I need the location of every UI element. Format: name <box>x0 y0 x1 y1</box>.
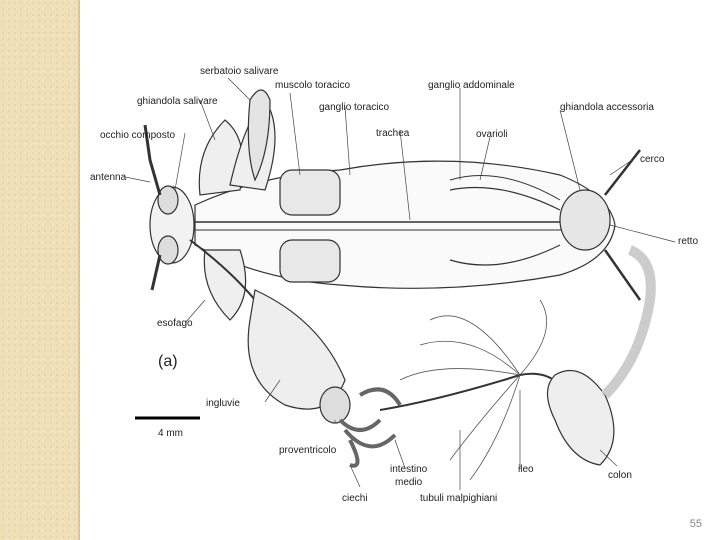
leader-lines <box>124 77 676 490</box>
decorative-sidebar <box>0 0 78 540</box>
label-colon: colon <box>608 470 632 481</box>
label-ghiandola-accessoria: ghiandola accessoria <box>560 102 654 113</box>
label-ingluvie: ingluvie <box>206 398 240 409</box>
label-trachea: trachea <box>376 128 410 139</box>
label-ileo: ileo <box>518 464 534 475</box>
insect-anatomy-diagram: serbatoio salivare muscolo toracico ghia… <box>90 66 698 504</box>
salivary-reservoir <box>247 89 271 182</box>
label-ghiandola-salivare: ghiandola salivare <box>137 96 218 107</box>
label-ganglio-toracico: ganglio toracico <box>319 102 389 113</box>
label-cerco: cerco <box>640 154 665 165</box>
esophagus <box>189 239 256 301</box>
proventriculus <box>319 386 351 424</box>
label-tubuli-malpighiani: tubuli malpighiani <box>420 493 497 504</box>
panel-label: (a) <box>158 353 178 370</box>
label-ciechi: ciechi <box>342 493 368 504</box>
colon <box>546 369 615 466</box>
label-intestino-medio-1: intestino <box>390 464 428 475</box>
label-ovarioli: ovarioli <box>476 129 508 140</box>
sidebar-divider <box>78 0 80 540</box>
label-retto: retto <box>678 236 698 247</box>
thoracic-muscle <box>279 169 341 216</box>
label-serbatoio-salivare: serbatoio salivare <box>200 66 279 77</box>
rectum <box>559 189 611 251</box>
label-ganglio-addominale: ganglio addominale <box>428 80 515 91</box>
label-antenna: antenna <box>90 172 127 183</box>
label-proventricolo: proventricolo <box>279 445 337 456</box>
ovarioles <box>449 175 561 201</box>
midgut <box>379 374 521 411</box>
label-muscolo-toracico: muscolo toracico <box>275 80 350 91</box>
label-intestino-medio-2: medio <box>395 477 423 488</box>
scale-bar-label: 4 mm <box>158 428 183 439</box>
page-number: 55 <box>689 518 702 530</box>
cercus <box>604 149 641 196</box>
gastric-caeca <box>338 387 402 468</box>
malpighian-tubules <box>399 299 547 481</box>
label-occhio-composto: occhio composto <box>100 130 175 141</box>
compound-eye <box>157 185 179 215</box>
label-esofago: esofago <box>157 318 193 329</box>
antenna-shape <box>143 124 162 196</box>
